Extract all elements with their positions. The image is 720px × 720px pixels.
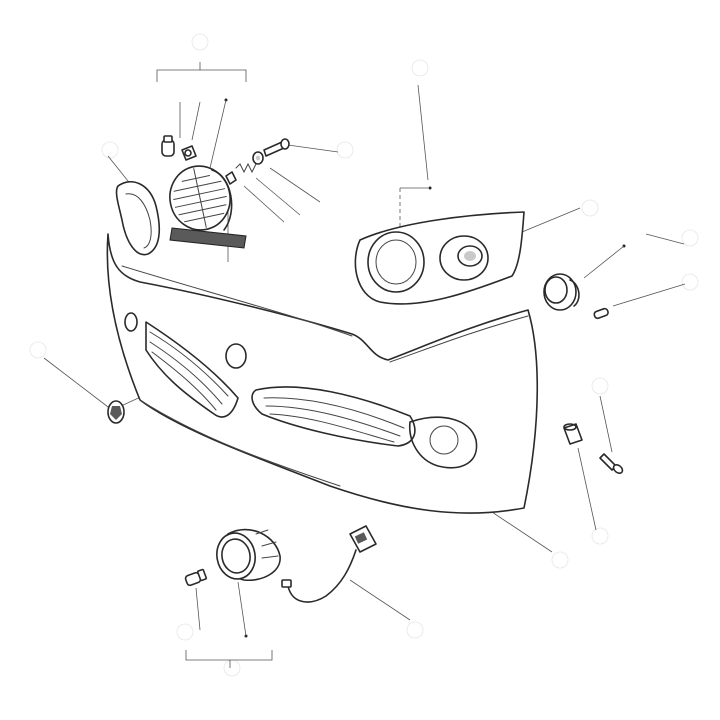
- spring: [235, 162, 257, 174]
- adjuster-screw: [225, 138, 290, 185]
- capless-bulb: [161, 135, 175, 157]
- badge: [107, 400, 125, 424]
- foam-pad: [169, 227, 247, 249]
- bulb-holder: [181, 145, 197, 161]
- front-bumper-cover: [106, 233, 539, 514]
- clip-nut: [563, 423, 583, 445]
- fog-bulb: [184, 568, 208, 587]
- headlamp-surround: [354, 211, 525, 305]
- side-repeater-lamp: [543, 273, 580, 311]
- fog-lamp-harness: [281, 525, 377, 603]
- headlamp-bezel-ring: [115, 181, 161, 256]
- callout-ghosts: [29, 33, 699, 677]
- self-tapping-screw: [599, 453, 624, 474]
- fog-lamp: [216, 528, 281, 581]
- wedge-bulb-right: [593, 307, 609, 320]
- washer: [252, 151, 264, 165]
- sealed-beam-lamp: [169, 165, 233, 231]
